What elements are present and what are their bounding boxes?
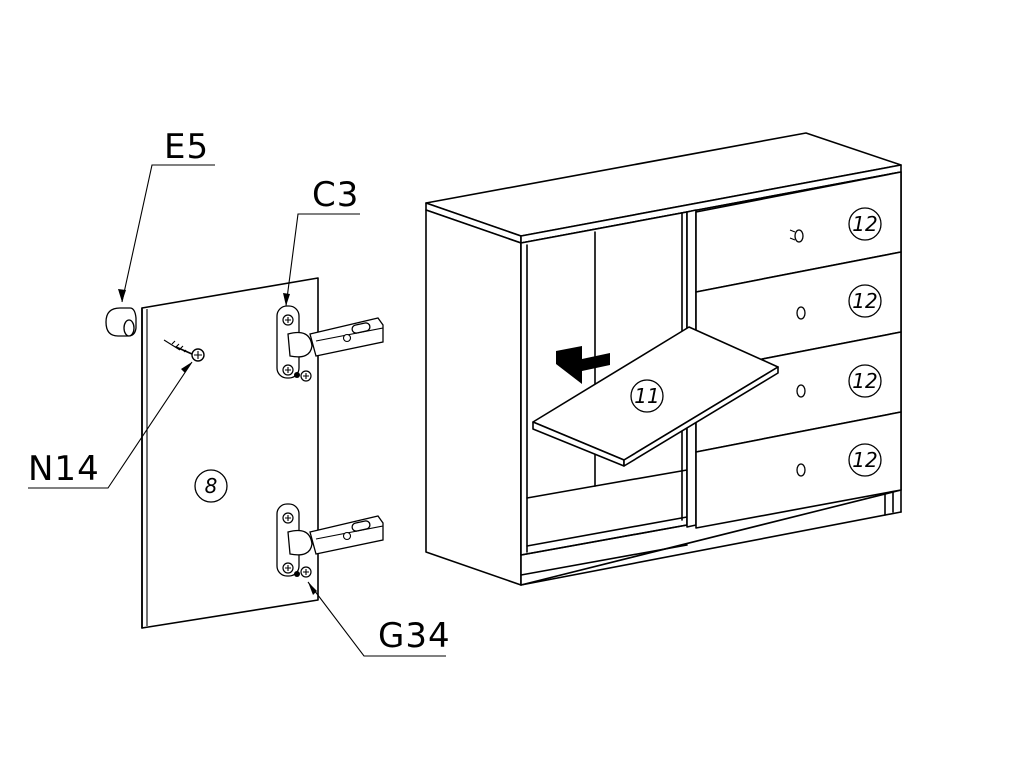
hinge-icon — [276, 503, 384, 578]
arrow-right-icon — [556, 346, 610, 384]
callout-g34: G34 — [307, 581, 451, 657]
shelf-panel: 11 — [532, 326, 779, 467]
hinge-icon — [276, 305, 384, 382]
screw-icon — [163, 339, 205, 362]
callout-label: E5 — [164, 127, 209, 167]
drawer-number: 12 — [852, 289, 877, 313]
callout-e5: E5 — [118, 127, 215, 303]
callout-label: C3 — [312, 175, 359, 215]
drawer-number: 12 — [852, 212, 877, 236]
drawer-number: 12 — [852, 369, 877, 393]
callout-n14: N14 — [28, 361, 193, 489]
callout-label: G34 — [378, 616, 451, 656]
door-panel — [141, 277, 319, 629]
drawer-number: 12 — [852, 448, 877, 472]
shelf-number: 11 — [634, 384, 659, 408]
knob-icon — [105, 307, 137, 337]
drawer: 12 — [695, 411, 902, 529]
callout-label: N14 — [28, 449, 100, 489]
callout-c3: C3 — [283, 175, 360, 307]
door-number: 8 — [205, 474, 218, 498]
door-number-badge: 8 — [194, 469, 228, 503]
